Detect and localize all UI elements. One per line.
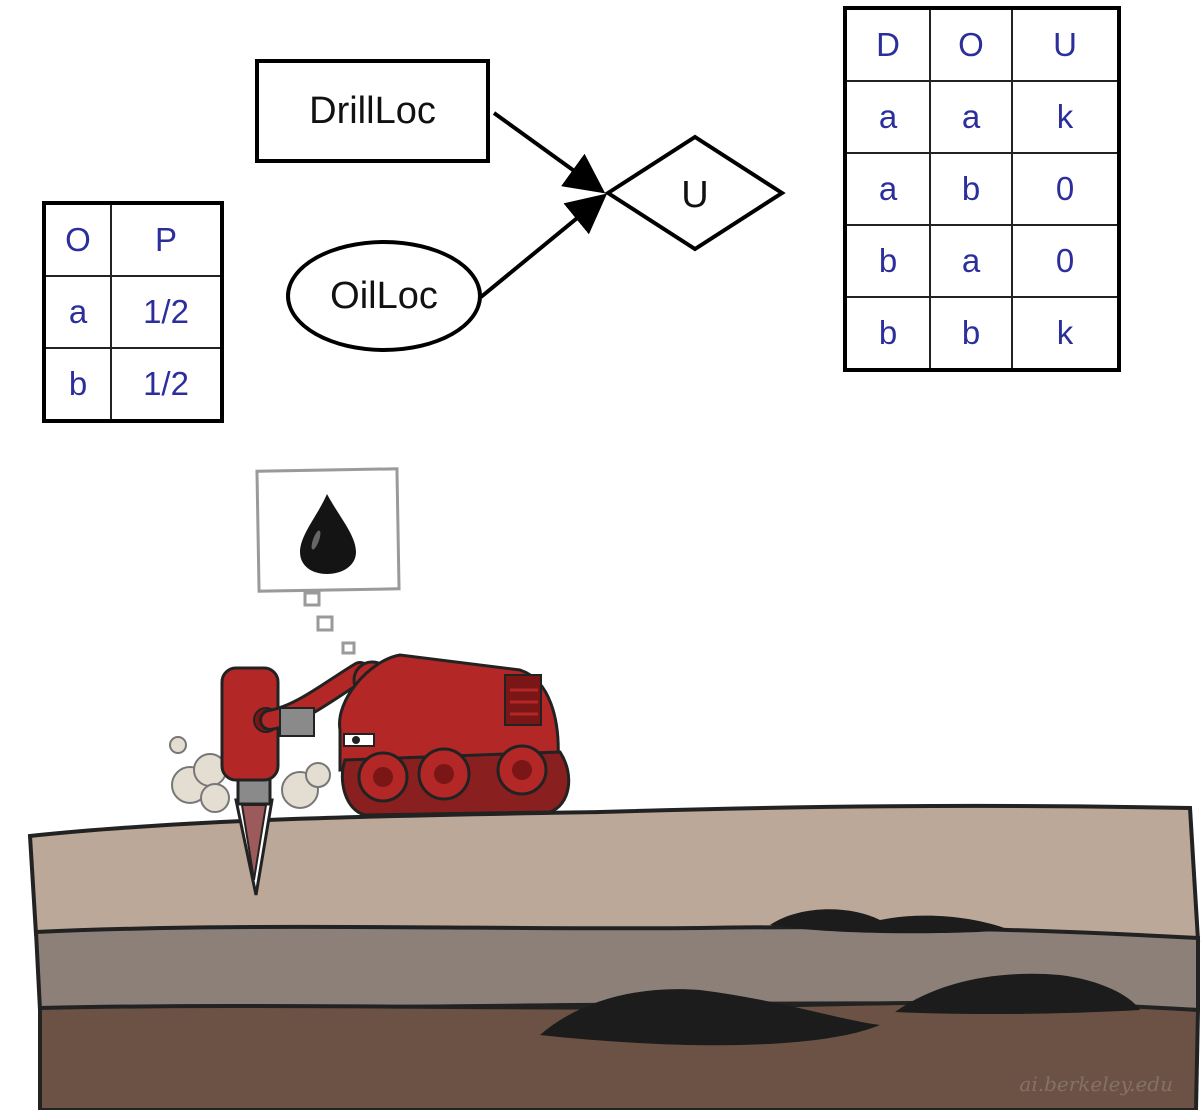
table-cell: a — [43, 275, 112, 349]
table-cell: b — [929, 296, 1013, 371]
oil-pocket-upper — [770, 909, 1010, 934]
utility-node-u: U — [640, 165, 750, 225]
table-header-row: O P — [43, 202, 223, 277]
table-header-cell: O — [929, 7, 1013, 82]
oil-pocket-lower-right — [895, 973, 1140, 1015]
table-cell: b — [844, 224, 931, 298]
table-cell: a — [844, 152, 931, 226]
table-cell: k — [1011, 80, 1120, 154]
watermark: ai.berkeley.edu — [1019, 1072, 1173, 1096]
table-cell: b — [43, 347, 112, 422]
table-row: a 1/2 — [43, 275, 223, 349]
table-row: a a k — [844, 80, 1120, 154]
table-cell: k — [1011, 296, 1120, 371]
decision-node-drillloc: DrillLoc — [255, 59, 490, 163]
table-header-cell: O — [43, 202, 112, 277]
table-cell: 0 — [1011, 152, 1120, 226]
table-cell: b — [844, 296, 931, 371]
chance-node-oilloc: OilLoc — [286, 240, 482, 352]
table-cell: b — [929, 152, 1013, 226]
soil-layer-top — [27, 803, 1201, 943]
table-cell: a — [929, 224, 1013, 298]
table-cell: 1/2 — [110, 275, 223, 349]
oil-drop-icon — [300, 494, 356, 574]
table-header-cell: D — [844, 7, 931, 82]
utility-diamond — [604, 134, 786, 252]
utility-table: D O U a a k a b 0 b a 0 b b k — [843, 6, 1121, 372]
table-row: b 1/2 — [43, 347, 223, 422]
table-header-row: D O U — [844, 7, 1120, 82]
decision-node-label: DrillLoc — [309, 89, 436, 132]
prior-probability-table: O P a 1/2 b 1/2 — [42, 201, 224, 423]
table-cell: 1/2 — [110, 347, 223, 422]
ground-illustration — [27, 803, 1201, 1110]
drilling-robot — [169, 653, 571, 896]
edge-oilloc-to-u — [479, 193, 608, 299]
dust-cloud-icon — [169, 736, 331, 813]
table-cell: a — [929, 80, 1013, 154]
table-cell: a — [844, 80, 931, 154]
table-cell: 0 — [1011, 224, 1120, 298]
table-row: b b k — [844, 296, 1120, 371]
table-row: b a 0 — [844, 224, 1120, 298]
chance-node-label: OilLoc — [330, 274, 438, 317]
edge-drillloc-to-u — [492, 111, 606, 194]
table-row: a b 0 — [844, 152, 1120, 226]
table-header-cell: P — [110, 202, 223, 277]
thought-bubble — [255, 467, 401, 655]
oil-pocket-lower-left — [540, 989, 880, 1046]
table-header-cell: U — [1011, 7, 1120, 82]
utility-node-label: U — [681, 173, 709, 216]
